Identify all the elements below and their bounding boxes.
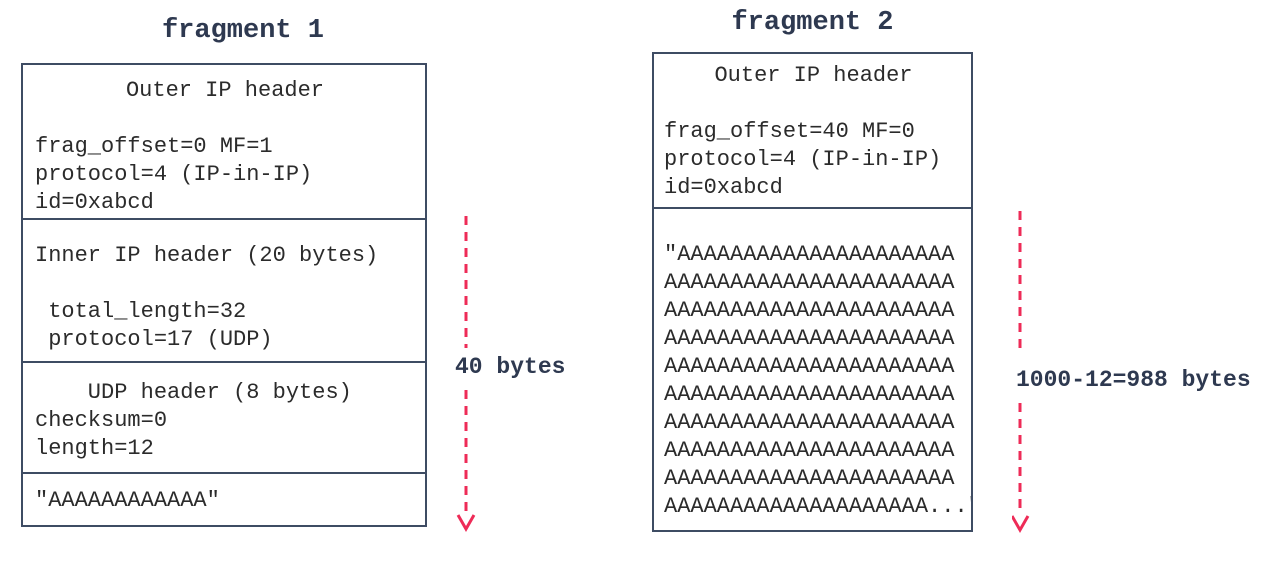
outer-ip-header-heading: Outer IP header (714, 63, 913, 88)
fragment1-size-label: 40 bytes (455, 354, 566, 380)
fragment1-title: fragment 1 (161, 16, 325, 46)
fragment1-payload-section: "AAAAAAAAAAAA" (23, 472, 425, 525)
dashed-down-arrow-icon (456, 216, 476, 533)
udp-header-fields: UDP header (8 bytes) checksum=0 length=1… (35, 380, 352, 461)
fragment2-size-label: 1000-12=988 bytes (1016, 367, 1251, 393)
inner-ip-header-fields: Inner IP header (20 bytes) total_length=… (35, 243, 379, 352)
outer-ip-header-fields: frag_offset=0 MF=1 protocol=4 (IP-in-IP)… (35, 134, 313, 215)
fragment1-payload-text: "AAAAAAAAAAAA" (35, 488, 220, 513)
outer-ip-header-heading: Outer IP header (125, 78, 325, 103)
fragment1-inner-ip-header-section: Inner IP header (20 bytes) total_length=… (23, 218, 425, 361)
fragment2-size-arrow: 1000-12=988 bytes (1012, 209, 1267, 534)
dashed-down-arrow-icon (1012, 211, 1030, 534)
outer-ip-header-fields: frag_offset=40 MF=0 protocol=4 (IP-in-IP… (664, 119, 942, 200)
fragment1-outer-ip-header-section: Outer IP header frag_offset=0 MF=1 proto… (23, 65, 425, 218)
fragment2-payload-section: "AAAAAAAAAAAAAAAAAAAAA AAAAAAAAAAAAAAAAA… (654, 207, 971, 530)
fragment1-size-arrow: 40 bytes (455, 214, 585, 534)
fragment1-udp-header-section: UDP header (8 bytes) checksum=0 length=1… (23, 361, 425, 472)
fragment2-outer-ip-header-section: Outer IP header frag_offset=40 MF=0 prot… (654, 54, 971, 207)
fragment1-box: Outer IP header frag_offset=0 MF=1 proto… (21, 63, 427, 527)
fragment2-payload-text: "AAAAAAAAAAAAAAAAAAAAA AAAAAAAAAAAAAAAAA… (664, 242, 971, 519)
fragment2-box: Outer IP header frag_offset=40 MF=0 prot… (652, 52, 973, 532)
fragment2-title: fragment 2 (731, 8, 894, 38)
